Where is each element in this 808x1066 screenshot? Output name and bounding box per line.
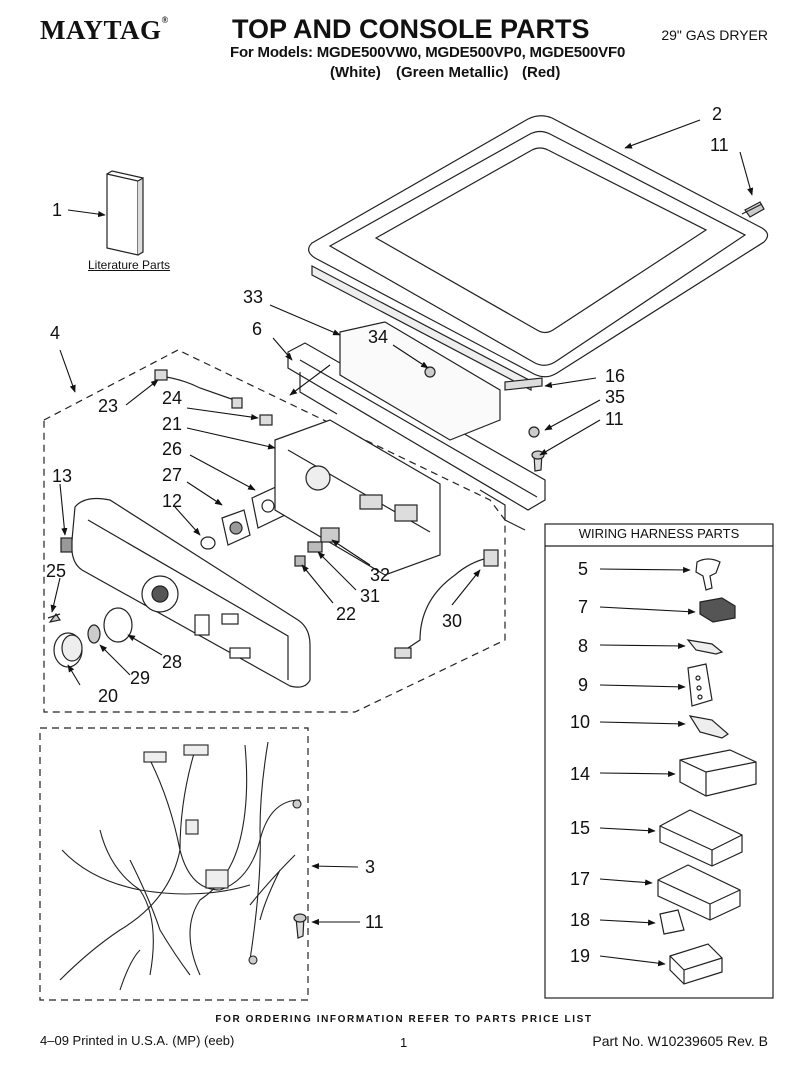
callout-7: 7 xyxy=(578,597,588,617)
harness-part-19 xyxy=(669,943,723,985)
console-panel-part xyxy=(60,497,311,688)
callout-16: 16 xyxy=(605,366,625,386)
top-panel-part xyxy=(308,115,769,391)
callout-29: 29 xyxy=(130,668,150,688)
callout-14: 14 xyxy=(570,764,590,784)
callout-18: 18 xyxy=(570,910,590,930)
knob-ring-part xyxy=(87,624,101,644)
callout-26: 26 xyxy=(162,439,182,459)
part-number: Part No. W10239605 Rev. B xyxy=(592,1033,768,1049)
ordering-note: FOR ORDERING INFORMATION REFER TO PARTS … xyxy=(215,1014,593,1025)
harness-part-8 xyxy=(686,639,724,655)
button-part-32 xyxy=(320,527,340,543)
harness-part-15 xyxy=(659,809,743,867)
callout-22: 22 xyxy=(336,604,356,624)
harness-part-17 xyxy=(657,864,741,921)
screw-part-console xyxy=(531,450,545,472)
page-title: TOP AND CONSOLE PARTS xyxy=(232,14,590,44)
bezel-part xyxy=(103,607,133,643)
callout-15: 15 xyxy=(570,818,590,838)
variant-red: (Red) xyxy=(522,64,561,81)
gasket-part xyxy=(200,536,216,550)
screw-part-knob xyxy=(47,612,61,623)
callout-numbers: 1 2 3 4 5 6 7 8 9 10 11 11 11 12 13 14 1… xyxy=(46,104,729,966)
wiring-harness-title: WIRING HARNESS PARTS xyxy=(578,526,740,541)
console-assembly-outline xyxy=(43,349,506,713)
knob-part xyxy=(53,632,83,668)
console-bracket-part xyxy=(287,321,546,531)
control-housing-part xyxy=(274,419,441,576)
callout-2: 2 xyxy=(712,104,722,124)
callout-11-top: 11 xyxy=(710,135,729,155)
harness-part-5 xyxy=(695,558,721,591)
main-harness-part xyxy=(59,741,302,991)
product-type: 29" GAS DRYER xyxy=(661,27,768,43)
callout-leaders xyxy=(50,119,754,967)
trim-strip-part xyxy=(504,377,543,391)
harness-part-30 xyxy=(401,557,489,653)
callout-3: 3 xyxy=(365,857,375,877)
callout-32: 32 xyxy=(370,565,390,585)
page-number: 1 xyxy=(400,1035,408,1050)
callout-34: 34 xyxy=(368,327,388,347)
callout-27: 27 xyxy=(162,465,182,485)
callout-19: 19 xyxy=(570,946,590,966)
callout-31: 31 xyxy=(360,586,380,606)
callout-8: 8 xyxy=(578,636,588,656)
screw-part-harness xyxy=(293,913,307,939)
screw-part-top xyxy=(741,201,765,218)
callout-28: 28 xyxy=(162,652,182,672)
brand-logo: MAYTAG® xyxy=(40,15,169,45)
callout-25: 25 xyxy=(46,561,66,581)
callout-12: 12 xyxy=(162,491,182,511)
callout-9: 9 xyxy=(578,675,588,695)
models-line: For Models: MGDE500VW0, MGDE500VP0, MGDE… xyxy=(230,44,626,61)
variant-white: (White) xyxy=(330,64,381,81)
print-info: 4–09 Printed in U.S.A. (MP) (eeb) xyxy=(40,1033,235,1048)
callout-4: 4 xyxy=(50,323,60,343)
callout-17: 17 xyxy=(570,869,590,889)
harness-part-14 xyxy=(679,749,757,797)
callout-20: 20 xyxy=(98,686,118,706)
callout-33: 33 xyxy=(243,287,263,307)
literature-booklet-part xyxy=(106,170,144,256)
callout-11-harness: 11 xyxy=(365,912,384,932)
callout-6: 6 xyxy=(252,319,262,339)
callout-21: 21 xyxy=(162,414,182,434)
callout-10: 10 xyxy=(570,712,590,732)
variant-green-metallic: (Green Metallic) xyxy=(396,64,509,81)
screw-part-24 xyxy=(259,414,273,426)
callout-13: 13 xyxy=(52,466,72,486)
harness-part-18 xyxy=(659,909,685,935)
callout-23: 23 xyxy=(98,396,118,416)
harness-part-10 xyxy=(688,715,729,739)
harness-part-9 xyxy=(687,663,713,707)
callout-24: 24 xyxy=(162,388,182,408)
callout-5: 5 xyxy=(578,559,588,579)
callout-1: 1 xyxy=(52,200,62,220)
callout-30: 30 xyxy=(442,611,462,631)
encoder-part xyxy=(221,509,251,546)
callout-11-console: 11 xyxy=(605,409,624,429)
harness-part-7 xyxy=(699,597,736,623)
button-part-22 xyxy=(294,555,306,567)
callout-35: 35 xyxy=(605,387,625,407)
button-part-31 xyxy=(307,541,323,553)
main-harness-outline xyxy=(39,727,309,1001)
literature-parts-label: Literature Parts xyxy=(88,258,171,272)
